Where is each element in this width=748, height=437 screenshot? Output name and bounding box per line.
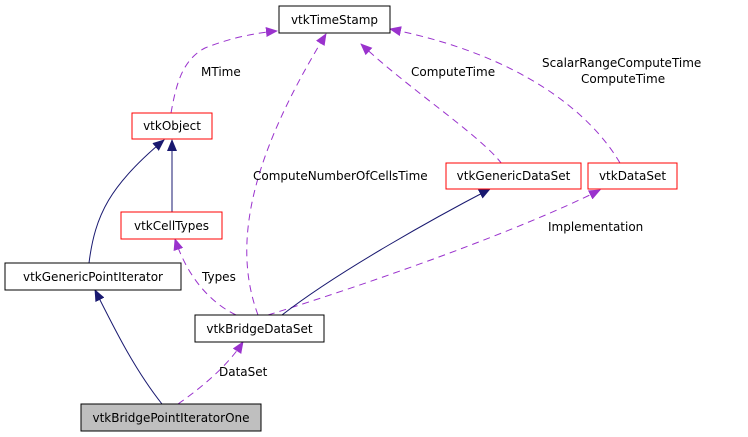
label-mtime: MTime — [201, 65, 241, 79]
edge-bridgedataset-genericdataset — [281, 188, 491, 316]
node-vtkbridgepointiteratorone-label: vtkBridgePointIteratorOne — [93, 411, 250, 425]
label-compute-time-2: ComputeTime — [581, 72, 665, 86]
label-compute-number-of-cells-time: ComputeNumberOfCellsTime — [253, 169, 428, 183]
node-vtktimestamp[interactable]: vtkTimeStamp — [278, 5, 391, 34]
label-dataset: DataSet — [219, 365, 268, 379]
node-vtkobject-label: vtkObject — [143, 119, 201, 133]
node-vtkgenericdataset[interactable]: vtkGenericDataSet — [445, 162, 582, 190]
edge-bridgedataset-dataset — [267, 189, 601, 316]
edge-bridgedataset-celltypes — [173, 238, 237, 316]
node-vtkbridgedataset-label: vtkBridgeDataSet — [206, 322, 313, 336]
node-vtkcelltypes-label: vtkCellTypes — [134, 219, 209, 233]
node-vtkbridgedataset[interactable]: vtkBridgeDataSet — [194, 314, 325, 343]
node-vtktimestamp-label: vtkTimeStamp — [291, 13, 378, 27]
usage-edges — [170, 26, 621, 405]
label-types: Types — [201, 270, 236, 284]
edge-genericdataset-timestamp — [360, 43, 503, 165]
edge-labels: MTime ComputeTime ScalarRangeComputeTime… — [201, 56, 701, 379]
node-vtkdataset[interactable]: vtkDataSet — [587, 162, 678, 190]
node-vtkdataset-label: vtkDataSet — [599, 169, 666, 183]
label-scalar-range-compute-time: ScalarRangeComputeTime — [542, 56, 701, 70]
inheritance-edges — [88, 139, 491, 405]
edge-object-timestamp — [170, 27, 278, 114]
node-vtkbridgepointiteratorone[interactable]: vtkBridgePointIteratorOne — [80, 403, 262, 432]
node-vtkgenericpointiterator-label: vtkGenericPointIterator — [23, 270, 163, 284]
edge-genericpointiterator-object — [88, 139, 165, 264]
edge-pointiterator-genericpointiterator — [94, 289, 163, 405]
node-vtkgenericdataset-label: vtkGenericDataSet — [457, 169, 571, 183]
node-vtkcelltypes[interactable]: vtkCellTypes — [120, 211, 223, 240]
edge-dataset-timestamp — [389, 26, 621, 164]
node-vtkgenericpointiterator[interactable]: vtkGenericPointIterator — [4, 262, 182, 291]
node-vtkobject[interactable]: vtkObject — [131, 112, 213, 140]
label-compute-time: ComputeTime — [411, 65, 495, 79]
label-implementation: Implementation — [548, 220, 643, 234]
